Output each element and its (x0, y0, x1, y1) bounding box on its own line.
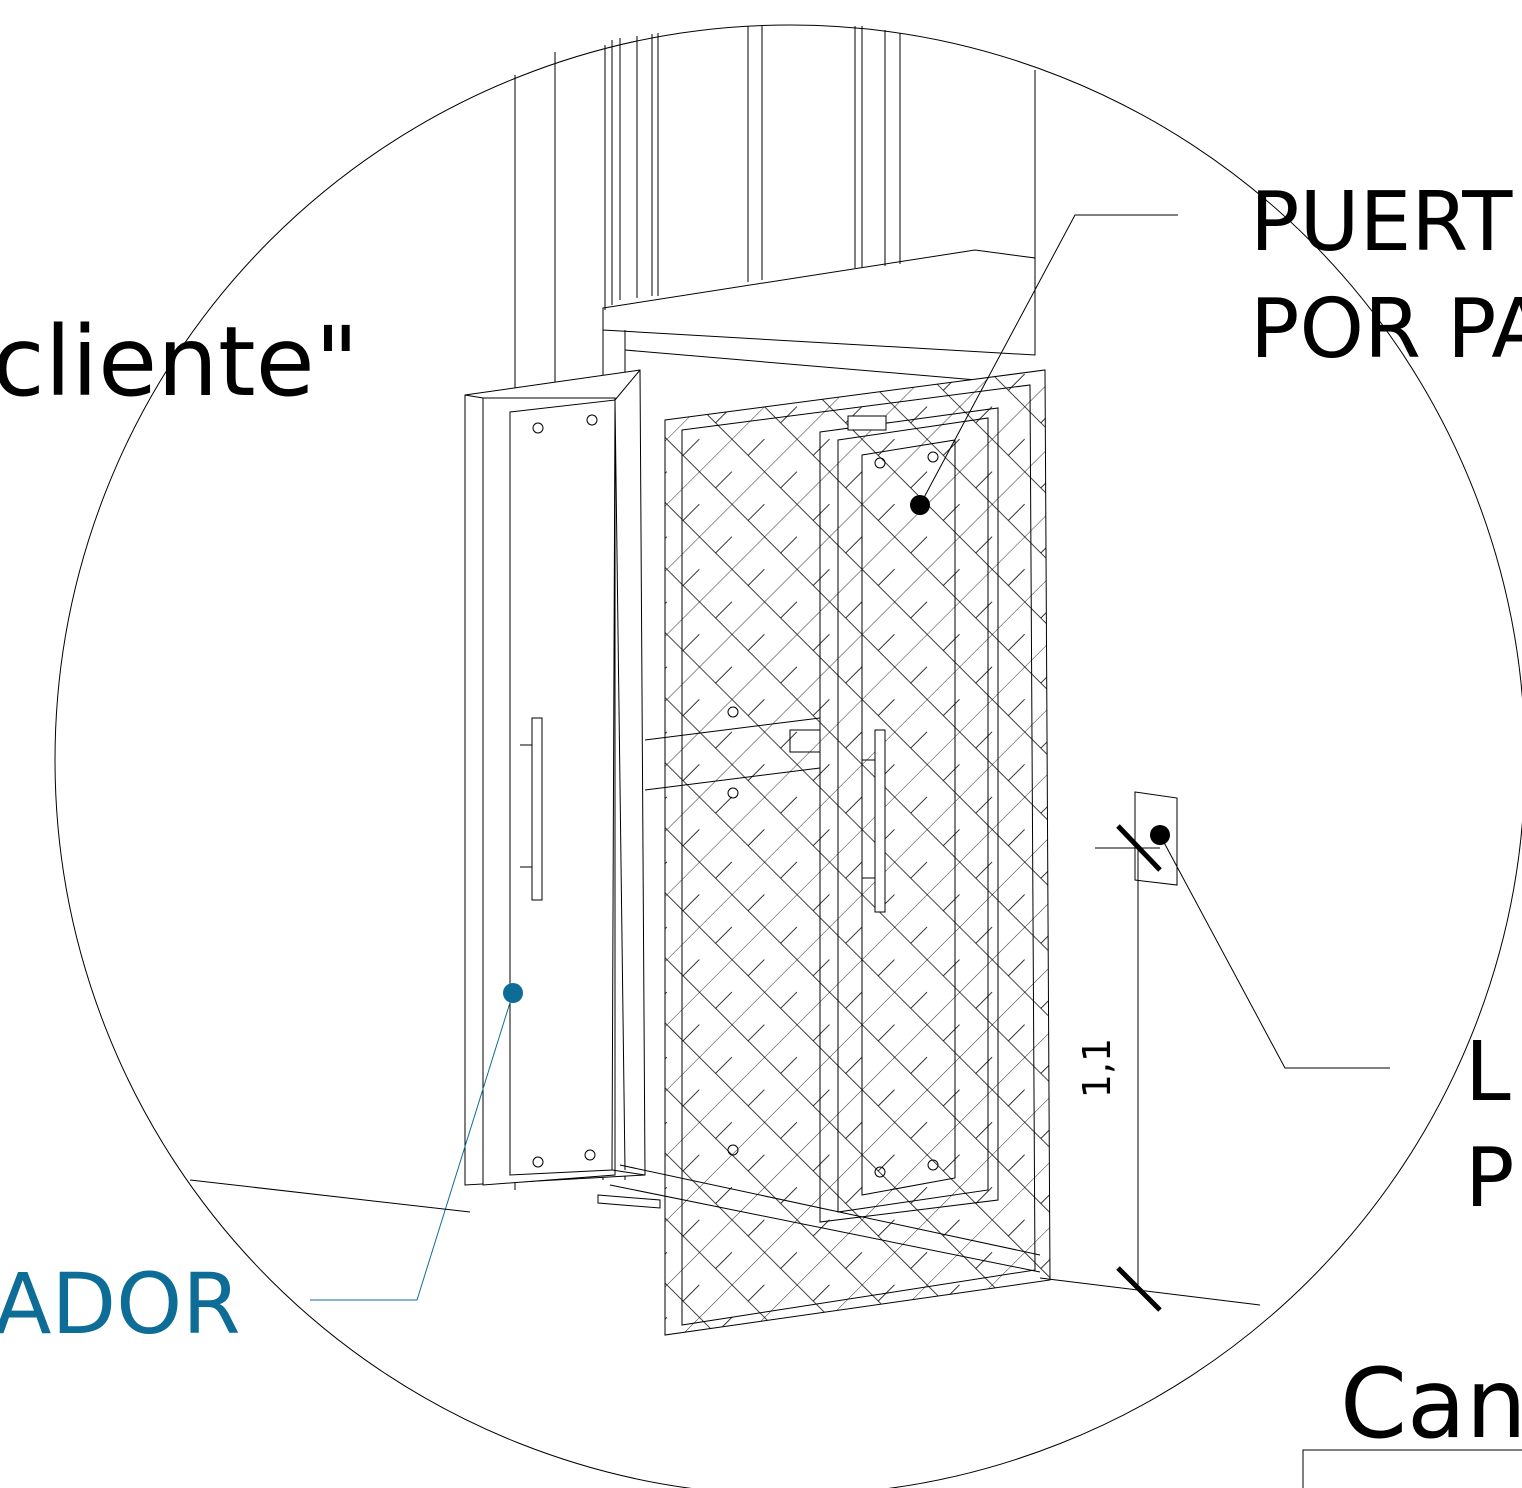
label-pulsador: ADOR (0, 1255, 241, 1353)
label-right-line2: P (1465, 1131, 1514, 1226)
hatched-wall-panel (644, 369, 1051, 1336)
height-dimension (1039, 824, 1261, 1312)
label-right-line1: L (1465, 1025, 1511, 1120)
label-puerta-line2: POR PA (1250, 282, 1522, 377)
marker-dot-pulsador (503, 983, 523, 1003)
dimension-label: 1,1 (1075, 1038, 1119, 1098)
marker-dot-puerta (910, 495, 930, 515)
label-puerta-line1: PUERT (1250, 175, 1513, 270)
leader-lines (189, 214, 1390, 1301)
title-box-edge (1302, 1449, 1522, 1488)
label-cliente: cliente" (0, 306, 359, 418)
label-canal: Can (1340, 1348, 1522, 1460)
left-door-leaf (464, 369, 661, 1209)
right-door-leaf (819, 407, 999, 1223)
door-sill (609, 1164, 1041, 1273)
detail-circle (54, 24, 1522, 1488)
marker-dot-button (1150, 825, 1170, 845)
